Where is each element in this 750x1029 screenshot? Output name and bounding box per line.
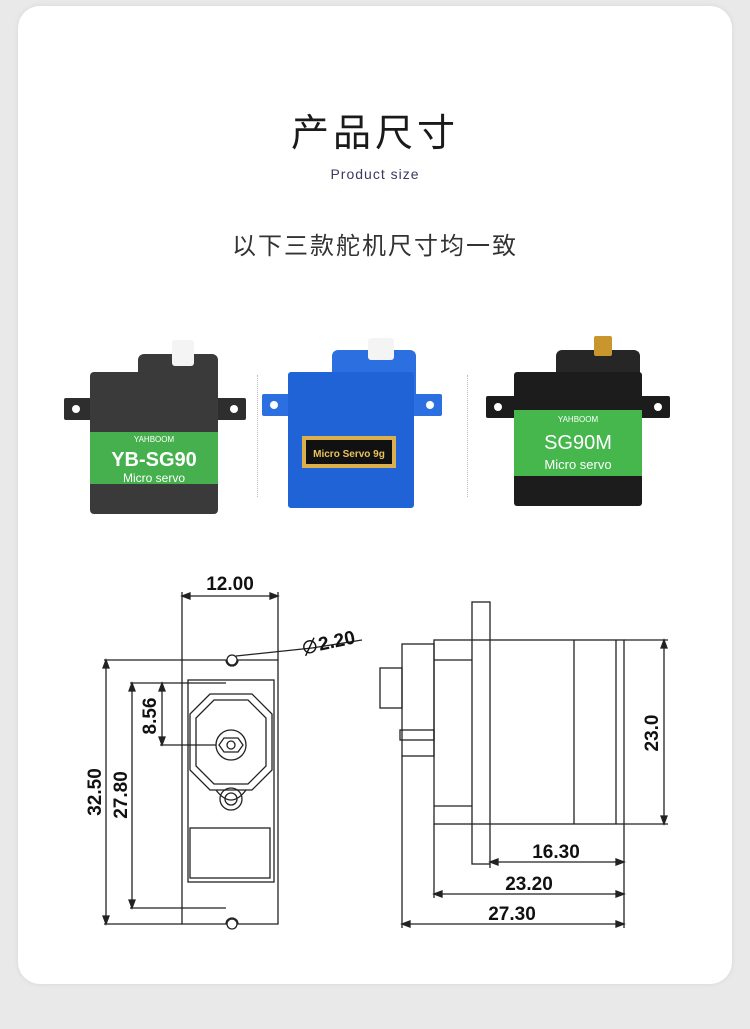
servo-sg90m: YAHBOOM SG90M Micro servo	[486, 336, 670, 506]
dim-hole-spacing: 27.80	[111, 771, 132, 819]
caption-label: Micro servo	[123, 471, 185, 485]
dim-body-depth: 16.30	[532, 842, 580, 863]
divider	[257, 375, 258, 497]
servo-micro-9g: Micro Servo 9g	[262, 338, 442, 508]
model-label: Micro Servo 9g	[313, 449, 385, 460]
brand-label: YAHBOOM	[558, 415, 599, 424]
caption-label: Micro servo	[544, 457, 611, 472]
page-title: 产品尺寸	[290, 111, 459, 155]
model-label: SG90M	[544, 432, 612, 454]
front-view	[102, 592, 363, 930]
dim-shaft-offset: 8.56	[140, 698, 161, 735]
model-label: YB-SG90	[111, 449, 197, 471]
dim-hole-diameter: 2.20	[317, 627, 358, 655]
dim-overall-depth: 27.30	[488, 904, 536, 925]
divider	[467, 375, 468, 497]
dim-side-height: 23.0	[642, 715, 663, 752]
page-subtitle: Product size	[330, 166, 420, 182]
servo-yb-sg90: YAHBOOM YB-SG90 Micro servo	[64, 340, 246, 514]
dim-front-width: 12.00	[206, 574, 254, 595]
size-note: 以下三款舵机尺寸均一致	[232, 232, 518, 260]
brand-label: YAHBOOM	[134, 435, 175, 444]
dim-overall-height: 32.50	[85, 768, 106, 816]
dim-flange-depth: 23.20	[505, 874, 553, 895]
side-view	[379, 601, 668, 928]
